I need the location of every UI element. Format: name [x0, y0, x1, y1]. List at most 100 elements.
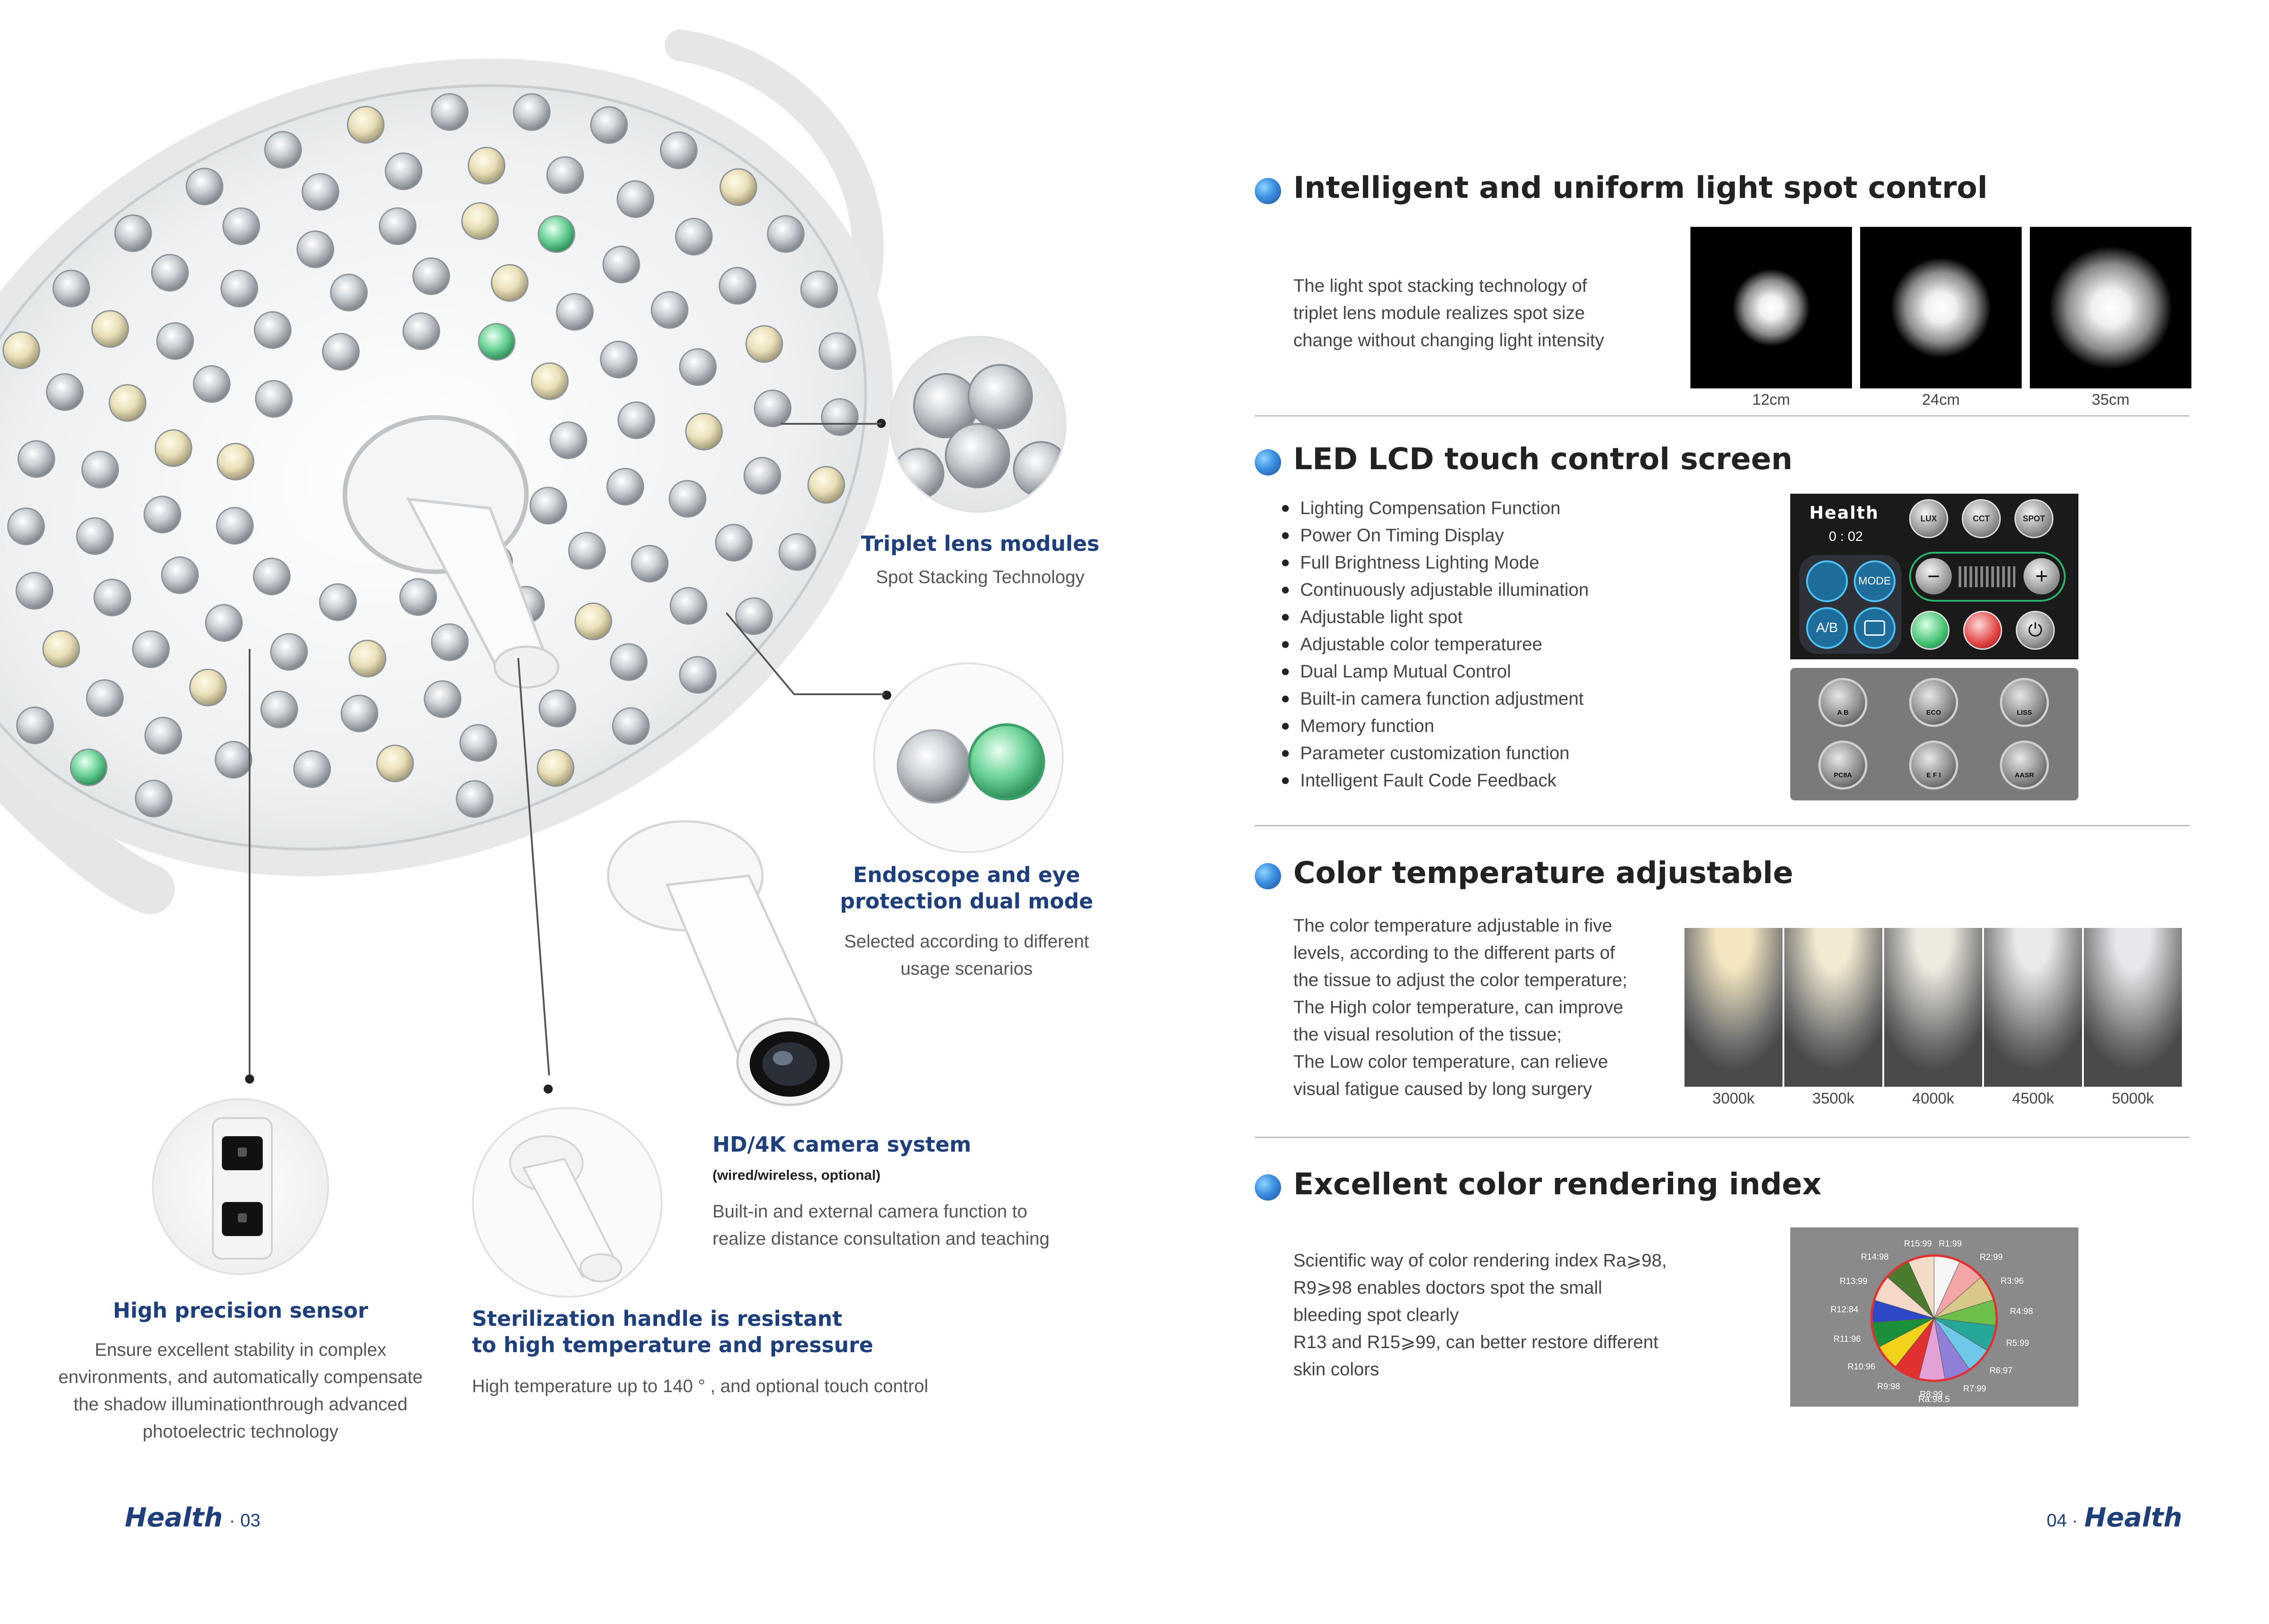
spot-image-2	[1860, 227, 2022, 388]
lamp-lens	[16, 707, 54, 745]
lamp-lens	[537, 215, 575, 253]
lamp-head-graphic	[0, 29, 893, 914]
lamp-lens	[669, 587, 707, 625]
brightness-slider[interactable]: − +	[1909, 552, 2066, 602]
color-temp-label: 5000k	[2112, 1090, 2154, 1107]
camera-subtitle-line2: realize distance consultation and teachi…	[712, 1229, 1050, 1249]
lamp-lens	[154, 429, 192, 467]
color-temp-swatch	[1884, 928, 1982, 1087]
lamp-lens	[86, 679, 124, 717]
lamp-lens	[754, 389, 792, 427]
lamp-lens	[529, 486, 567, 525]
red-mode-button[interactable]	[1963, 611, 2002, 650]
sensor-closeup	[152, 1098, 329, 1275]
callout-line-handle	[517, 658, 550, 1076]
lamp-lens	[108, 384, 147, 422]
callout-dot-endoscope	[882, 691, 891, 700]
sensor-subtitle-line3: the shadow illuminationthrough advanced	[73, 1394, 408, 1414]
lamp-lens	[461, 202, 499, 240]
feature-item: Continuously adjustable illumination	[1282, 576, 1589, 603]
lamp-lens	[778, 533, 816, 571]
section-bullet-cri	[1255, 1174, 1281, 1201]
lamp-lens	[610, 643, 648, 681]
camera-button[interactable]	[1854, 607, 1896, 649]
camera-subtitle-line1: Built-in and external camera function to	[712, 1202, 1027, 1222]
lamp-lens	[17, 440, 55, 478]
mode-button[interactable]: MODE	[1854, 560, 1896, 602]
right-footer: 04 · Health	[2047, 1502, 2182, 1533]
cri-label-r11: R11:96	[1834, 1335, 1861, 1344]
lamp-lens	[186, 167, 224, 206]
lamp-lens	[513, 93, 551, 131]
lamp-lens	[76, 517, 114, 555]
lux-button[interactable]: LUX	[1909, 499, 1948, 538]
callout-dot-sensor	[245, 1074, 254, 1084]
lamp-lens	[800, 270, 838, 309]
spot-button[interactable]: SPOT	[2014, 499, 2053, 538]
handle-graphic	[509, 1135, 622, 1282]
lamp-lens	[423, 680, 462, 718]
lamp-lens	[46, 373, 84, 411]
lamp-lens	[568, 532, 606, 570]
handle-title-line1: Sterilization handle is resistant	[472, 1306, 843, 1331]
lamp-lens	[2, 331, 40, 369]
efi-button[interactable]: E F I	[1909, 741, 1958, 790]
color-temp-swatch	[1685, 928, 1783, 1087]
cri-pie-chart: R1:99R2:99R3:96R4:98R5:99R6:97R7:99R8:99…	[1831, 1239, 2033, 1404]
lamp-lens	[735, 597, 773, 635]
lamp-lens	[718, 267, 756, 305]
eco-button[interactable]: ECO	[1909, 678, 1958, 727]
cri-desc-line: skin colors	[1293, 1359, 1379, 1379]
color-temp-desc-line: The color temperature adjustable in five	[1293, 916, 1612, 936]
lamp-lens	[378, 207, 417, 245]
panel-timer: 0 : 02	[1829, 529, 1863, 544]
lamp-lens	[431, 93, 469, 131]
triplet-title: Triplet lens modules	[861, 531, 1100, 556]
plus-button[interactable]: +	[2023, 558, 2060, 594]
spot-image-1	[1690, 227, 1852, 388]
lamp-lens	[459, 724, 497, 762]
endoscope-subtitle-line1: Selected according to different	[844, 932, 1089, 952]
section-title-spot: Intelligent and uniform light spot contr…	[1293, 170, 1988, 205]
lamp-lens	[606, 467, 644, 505]
color-temp-label: 4000k	[1912, 1090, 1955, 1107]
lamp-lens	[156, 322, 194, 360]
lamp-lens	[7, 507, 45, 545]
lamp-lens	[81, 451, 119, 489]
color-temp-desc-line: The Low color temperature, can relieve	[1293, 1052, 1608, 1072]
cri-desc-line: R13 and R15⩾99, can better restore diffe…	[1293, 1332, 1659, 1352]
aasr-button[interactable]: AASR	[2000, 741, 2049, 790]
lamp-lens	[600, 340, 638, 378]
ab-button[interactable]: A/B	[1806, 607, 1848, 649]
lamp-lens	[574, 602, 612, 640]
triplet-lens-closeup	[889, 336, 1066, 513]
color-temp-desc-line: the tissue to adjust the color temperatu…	[1293, 970, 1627, 990]
lcd-grey-button-panel: A B ECO LISS PC8A E F I AASR	[1790, 668, 2078, 800]
lamp-lens	[546, 156, 584, 194]
pc8a-button[interactable]: PC8A	[1818, 741, 1867, 790]
footer-page-right: 04 ·	[2047, 1511, 2078, 1531]
power-button[interactable]: ⏻	[2016, 611, 2055, 650]
minus-button[interactable]: −	[1915, 558, 1952, 594]
cri-label-r12: R12:84	[1831, 1305, 1859, 1315]
lamp-lens	[456, 780, 494, 818]
lamp-lens	[399, 578, 437, 616]
cct-button[interactable]: CCT	[1962, 499, 2001, 538]
liss-button[interactable]: LISS	[2000, 678, 2049, 727]
lamp-lens	[531, 362, 569, 400]
spot-desc-line2: triplet lens module realizes spot size	[1293, 303, 1585, 323]
lamp-lens	[431, 623, 469, 661]
green-mode-button[interactable]	[1910, 611, 1950, 650]
lighting-button[interactable]	[1806, 560, 1848, 602]
sensor-subtitle-line2: environments, and automatically compensa…	[58, 1367, 423, 1387]
brightness-bars	[1959, 566, 2015, 587]
section-title-cri: Excellent color rendering index	[1293, 1167, 1822, 1202]
lamp-lens	[322, 333, 360, 371]
lamp-lens	[260, 690, 298, 728]
handle-closeup	[472, 1107, 663, 1298]
ab-switch-button[interactable]: A B	[1818, 678, 1867, 727]
callout-line-endoscope	[726, 613, 885, 695]
panel-brand: Health	[1809, 503, 1879, 523]
lamp-lens	[384, 152, 422, 191]
